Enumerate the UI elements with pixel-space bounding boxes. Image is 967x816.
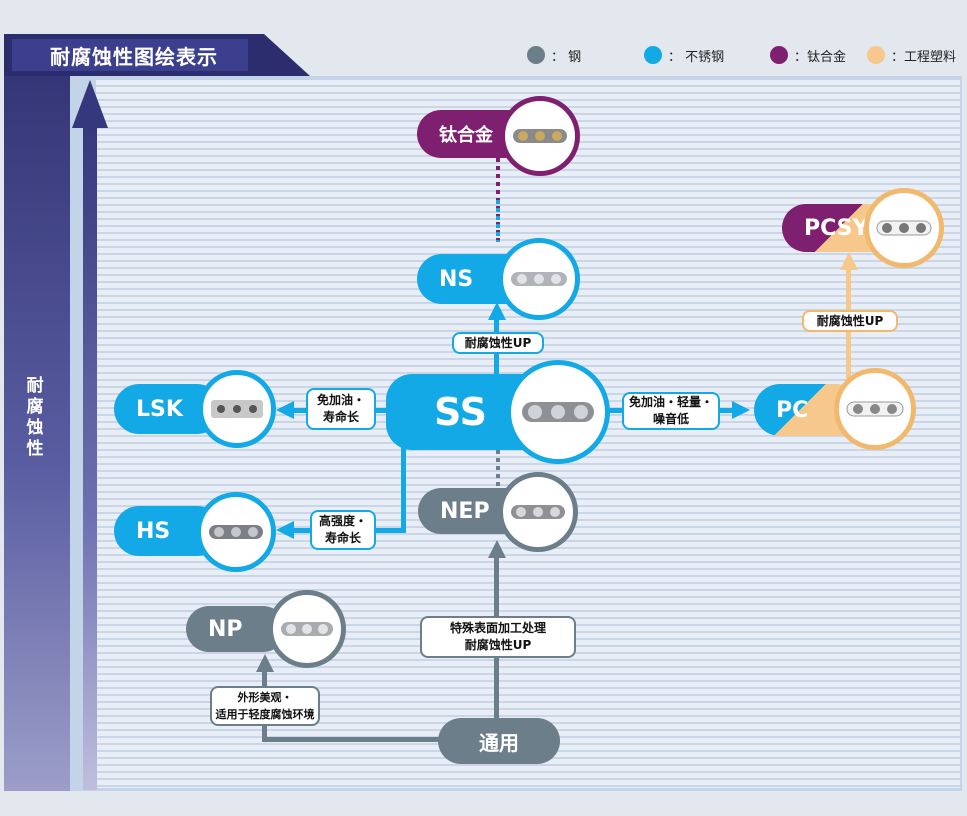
arrow-up-icon (840, 252, 858, 270)
pc-chain-photo (834, 368, 916, 450)
arrow-left-icon (276, 401, 294, 419)
lsk-chain-photo (198, 370, 276, 448)
note-nep: 特殊表面加工处理耐腐蚀性UP (420, 616, 576, 658)
dotted-nep-ss (496, 450, 500, 486)
arrow-up-icon (256, 654, 274, 672)
arrow-right-icon (732, 401, 750, 419)
corrosion-axis-arrow (83, 128, 97, 790)
note-np: 外形美观・适用于轻度腐蚀环境 (210, 686, 320, 726)
dotted-ns-titanium-blue (496, 200, 500, 242)
arrow-left-icon (276, 521, 294, 539)
legend-item-steel: ： 钢 (527, 44, 581, 66)
connector-ss-hs-v (401, 440, 406, 532)
title-tab (4, 34, 310, 76)
ss-chain-photo (506, 360, 610, 464)
note-pcsy-up: 耐腐蚀性UP (802, 310, 898, 332)
chain-image-icon (522, 402, 594, 422)
legend-item-plastic: ：工程塑料 (867, 44, 956, 66)
corrosion-axis-label: 耐 腐 蚀 性 (26, 376, 44, 459)
hs-chain-photo (196, 492, 276, 572)
arrow-up-icon (72, 80, 108, 128)
note-lsk: 免加油・寿命长 (306, 388, 376, 430)
np-chain-photo (268, 590, 346, 668)
note-ns-up: 耐腐蚀性UP (452, 332, 544, 354)
legend-item-titanium: ：钛合金 (770, 44, 846, 66)
chain-image-icon (209, 525, 263, 539)
connector-general-np-h (262, 737, 442, 742)
page-title: 耐腐蚀性图绘表示 (50, 45, 218, 69)
nep-chain-photo (498, 472, 578, 552)
chain-image-icon (511, 272, 567, 286)
plastic-chain-image-icon (876, 220, 932, 236)
chain-image-icon (281, 622, 333, 636)
stainless-swatch-icon (644, 46, 662, 64)
pcsy-chain-photo (864, 188, 944, 268)
plastic-chain-image-icon (846, 401, 904, 417)
corrosion-axis-bar (4, 76, 70, 791)
note-pc: 免加油・轻量・噪音低 (622, 392, 720, 430)
arrow-up-icon (488, 540, 506, 558)
ns-chain-photo (498, 238, 580, 320)
chain-image-icon (513, 129, 567, 143)
node-general: 通用 (438, 718, 560, 764)
titanium-swatch-icon (770, 46, 788, 64)
note-hs: 高强度・寿命长 (310, 510, 376, 550)
titanium-chain-photo (500, 96, 580, 176)
plastic-swatch-icon (867, 46, 885, 64)
arrow-up-icon (488, 302, 506, 320)
legend-item-stainless: ： 不锈钢 (644, 44, 724, 66)
steel-swatch-icon (527, 46, 545, 64)
attachment-chain-image-icon (211, 400, 263, 418)
chain-image-icon (511, 505, 565, 519)
